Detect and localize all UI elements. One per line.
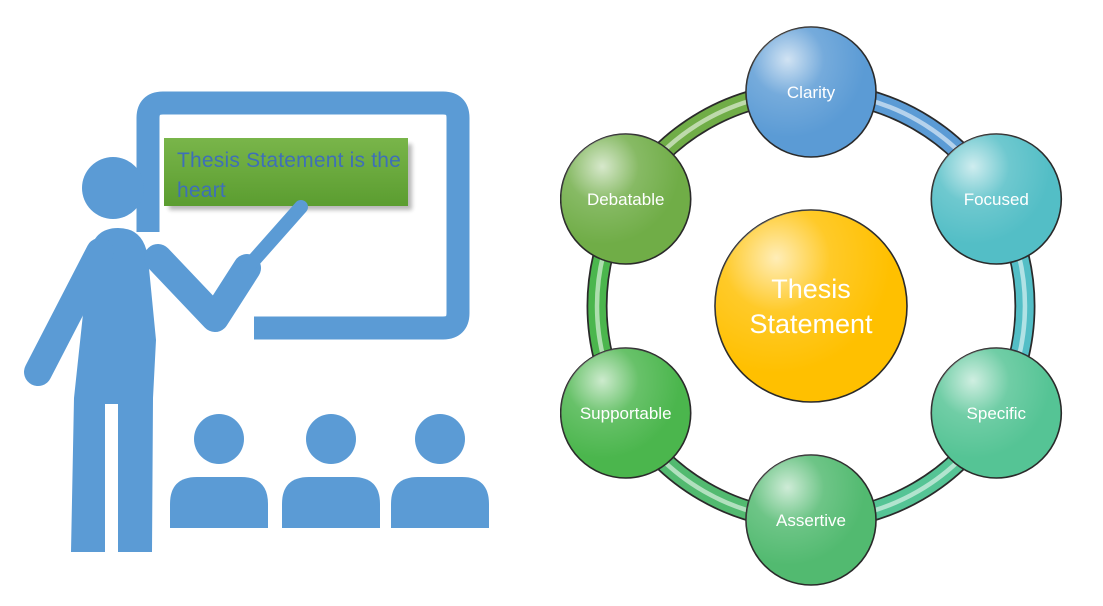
banner-text: Thesis Statement is the heart (177, 149, 402, 202)
presenter-head-icon (82, 157, 144, 219)
node-assertive-label: Assertive (776, 511, 846, 530)
node-supportable-label: Supportable (580, 404, 672, 423)
center-node-gloss (715, 210, 907, 402)
node-specific-label: Specific (967, 404, 1027, 423)
audience-member-icon (282, 414, 380, 528)
node-specific-gloss (931, 348, 1062, 478)
node-debatable-gloss (560, 134, 691, 264)
center-node: Thesis Statement (714, 209, 908, 403)
node-assertive: Assertive (745, 454, 877, 586)
node-clarity-gloss (746, 27, 876, 157)
audience-group (170, 414, 489, 528)
node-focused-label: Focused (964, 190, 1029, 209)
banner (164, 138, 408, 206)
center-label-line2: Statement (749, 309, 873, 339)
node-debatable: Debatable (560, 133, 692, 265)
node-clarity-label: Clarity (787, 83, 836, 102)
presenter-body-icon (71, 228, 156, 552)
thesis-cycle-diagram: Thesis Statement Clarity Focused Specifi… (560, 26, 1063, 586)
node-supportable: Supportable (560, 347, 692, 479)
center-label-line1: Thesis (771, 274, 851, 304)
node-focused: Focused (930, 133, 1063, 265)
whiteboard-icon (136, 91, 470, 340)
audience-member-icon (170, 414, 268, 528)
presenter-left-arm-icon (24, 238, 114, 386)
audience-member-icon (391, 414, 489, 528)
node-supportable-gloss (560, 348, 691, 478)
presenter-right-arm-icon (144, 244, 261, 332)
node-focused-gloss (931, 134, 1062, 264)
pointer-stick-icon (240, 200, 308, 275)
node-debatable-label: Debatable (587, 190, 665, 209)
node-assertive-gloss (746, 455, 876, 585)
presentation-illustration (24, 91, 489, 552)
node-specific: Specific (930, 347, 1063, 479)
node-clarity: Clarity (745, 26, 877, 158)
